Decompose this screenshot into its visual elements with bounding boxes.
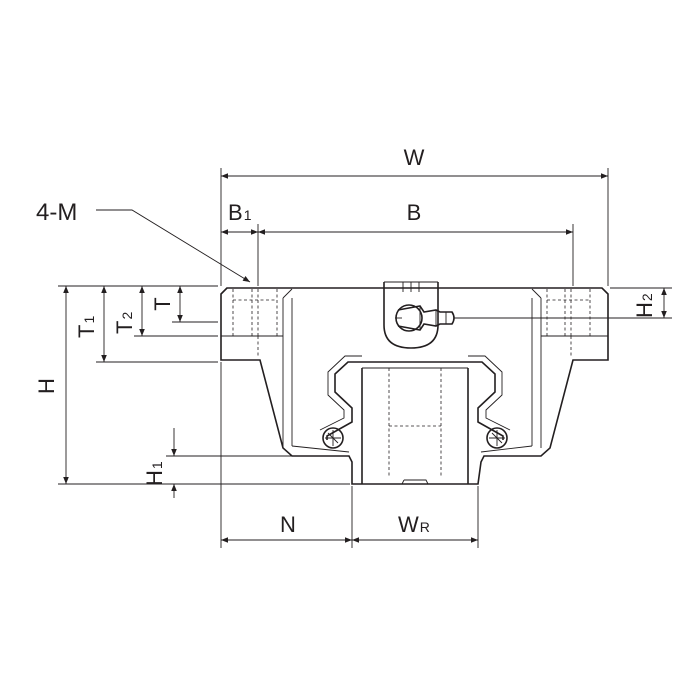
- dim-H1: H1: [142, 428, 318, 498]
- dim-T2: T2: [112, 286, 218, 337]
- ball-left: [322, 427, 344, 449]
- label-T: T: [150, 297, 175, 310]
- dim-T: T: [150, 286, 218, 323]
- grease-nipple: [383, 281, 455, 349]
- dim-N-WR: N WR: [220, 362, 479, 548]
- mounting-hole-right: [546, 289, 591, 358]
- label-H2: H2: [632, 293, 657, 318]
- label-H1: H1: [142, 461, 167, 486]
- leader-4-M: 4-M: [36, 199, 251, 283]
- label-B1: B1: [228, 200, 252, 225]
- label-H: H: [34, 378, 59, 394]
- label-N: N: [280, 512, 296, 537]
- label-4-M: 4-M: [36, 199, 77, 226]
- ball-right: [486, 427, 508, 449]
- mounting-hole-left: [232, 289, 278, 358]
- dim-B1-B: B1 B: [221, 200, 574, 286]
- label-W: W: [404, 145, 425, 170]
- dim-W: W: [220, 145, 609, 286]
- guide-rail: [319, 355, 511, 485]
- label-T2: T2: [112, 312, 137, 334]
- label-T1: T1: [74, 316, 99, 338]
- label-WR: WR: [398, 512, 430, 537]
- label-B: B: [407, 200, 422, 225]
- dim-H2: H2: [454, 287, 672, 319]
- dim-H: H: [34, 285, 350, 485]
- dim-T1: T1: [74, 286, 218, 363]
- carriage-block: [220, 287, 609, 485]
